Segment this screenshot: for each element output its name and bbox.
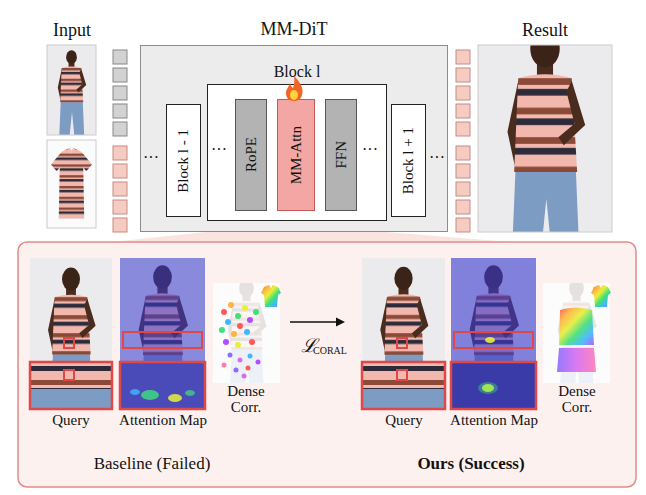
- text-label: CORAL: [313, 346, 347, 357]
- text-label: Dense Corr.: [549, 384, 605, 416]
- box-label: Block l - 1: [175, 129, 192, 193]
- box-label: FFN: [333, 141, 350, 169]
- text-label: Query: [52, 413, 90, 429]
- text-label: Attention Map: [119, 413, 207, 429]
- model-box: MM-DiTBlock l - 1Block lRoPEMM-AttnFFNBl…: [140, 45, 448, 232]
- text-label: Result: [522, 21, 568, 40]
- fire-icon: [286, 76, 303, 101]
- text-label: Baseline (Failed): [94, 455, 211, 473]
- text-label: ···: [143, 150, 159, 167]
- text-label: Query: [385, 413, 423, 429]
- text-label: ···: [211, 142, 227, 159]
- text-label: ···: [362, 142, 378, 159]
- attention-box: MM-Attn: [277, 99, 315, 211]
- block-box: Block l + 1: [391, 104, 426, 217]
- text-label: Ours (Success): [417, 455, 524, 473]
- block-box: Block l - 1: [166, 104, 201, 217]
- text-label: ···: [429, 150, 445, 167]
- layer-box: RoPE: [235, 99, 267, 211]
- layer-box: FFN: [325, 99, 357, 211]
- text-label: Input: [53, 21, 91, 40]
- box-label: MM-Attn: [288, 126, 305, 184]
- box-heading: MM-DiT: [141, 19, 447, 40]
- text-label: Attention Map: [450, 413, 538, 429]
- box-label: Block l + 1: [400, 127, 417, 194]
- box-label: RoPE: [243, 137, 260, 172]
- block-box: Block lRoPEMM-AttnFFN: [207, 84, 387, 221]
- box-heading: Block l: [208, 63, 386, 81]
- text-label: Dense Corr.: [218, 384, 274, 416]
